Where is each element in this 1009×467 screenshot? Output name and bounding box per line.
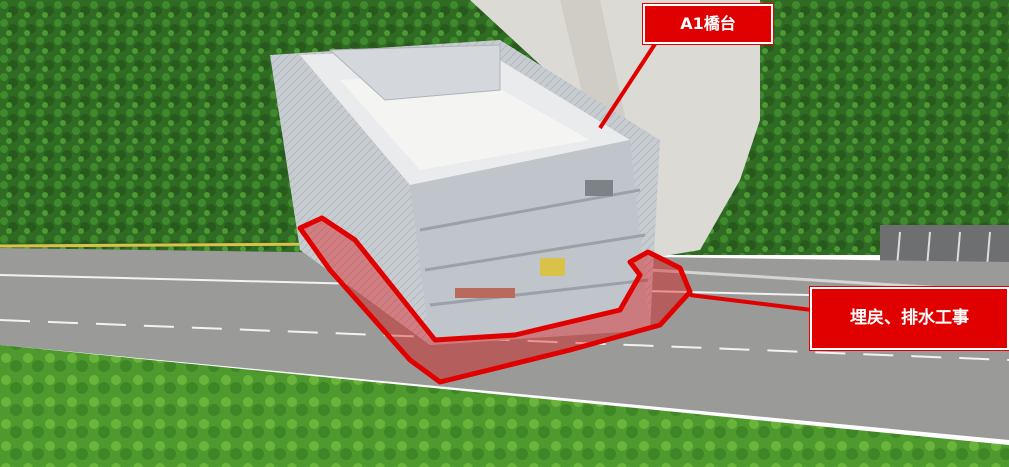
work-area-highlight[interactable] xyxy=(297,215,693,385)
backfill-drainage-callout: 埋戻、排水工事 xyxy=(809,286,1009,351)
work-pointer-line xyxy=(689,293,813,312)
a1-abutment-callout: A1橋台 xyxy=(642,3,774,45)
a1-pointer-line xyxy=(598,42,657,130)
forest-right xyxy=(760,0,1009,240)
abutment-scaffold xyxy=(270,40,660,345)
road xyxy=(0,248,1009,440)
forest-bottom xyxy=(0,345,1009,467)
